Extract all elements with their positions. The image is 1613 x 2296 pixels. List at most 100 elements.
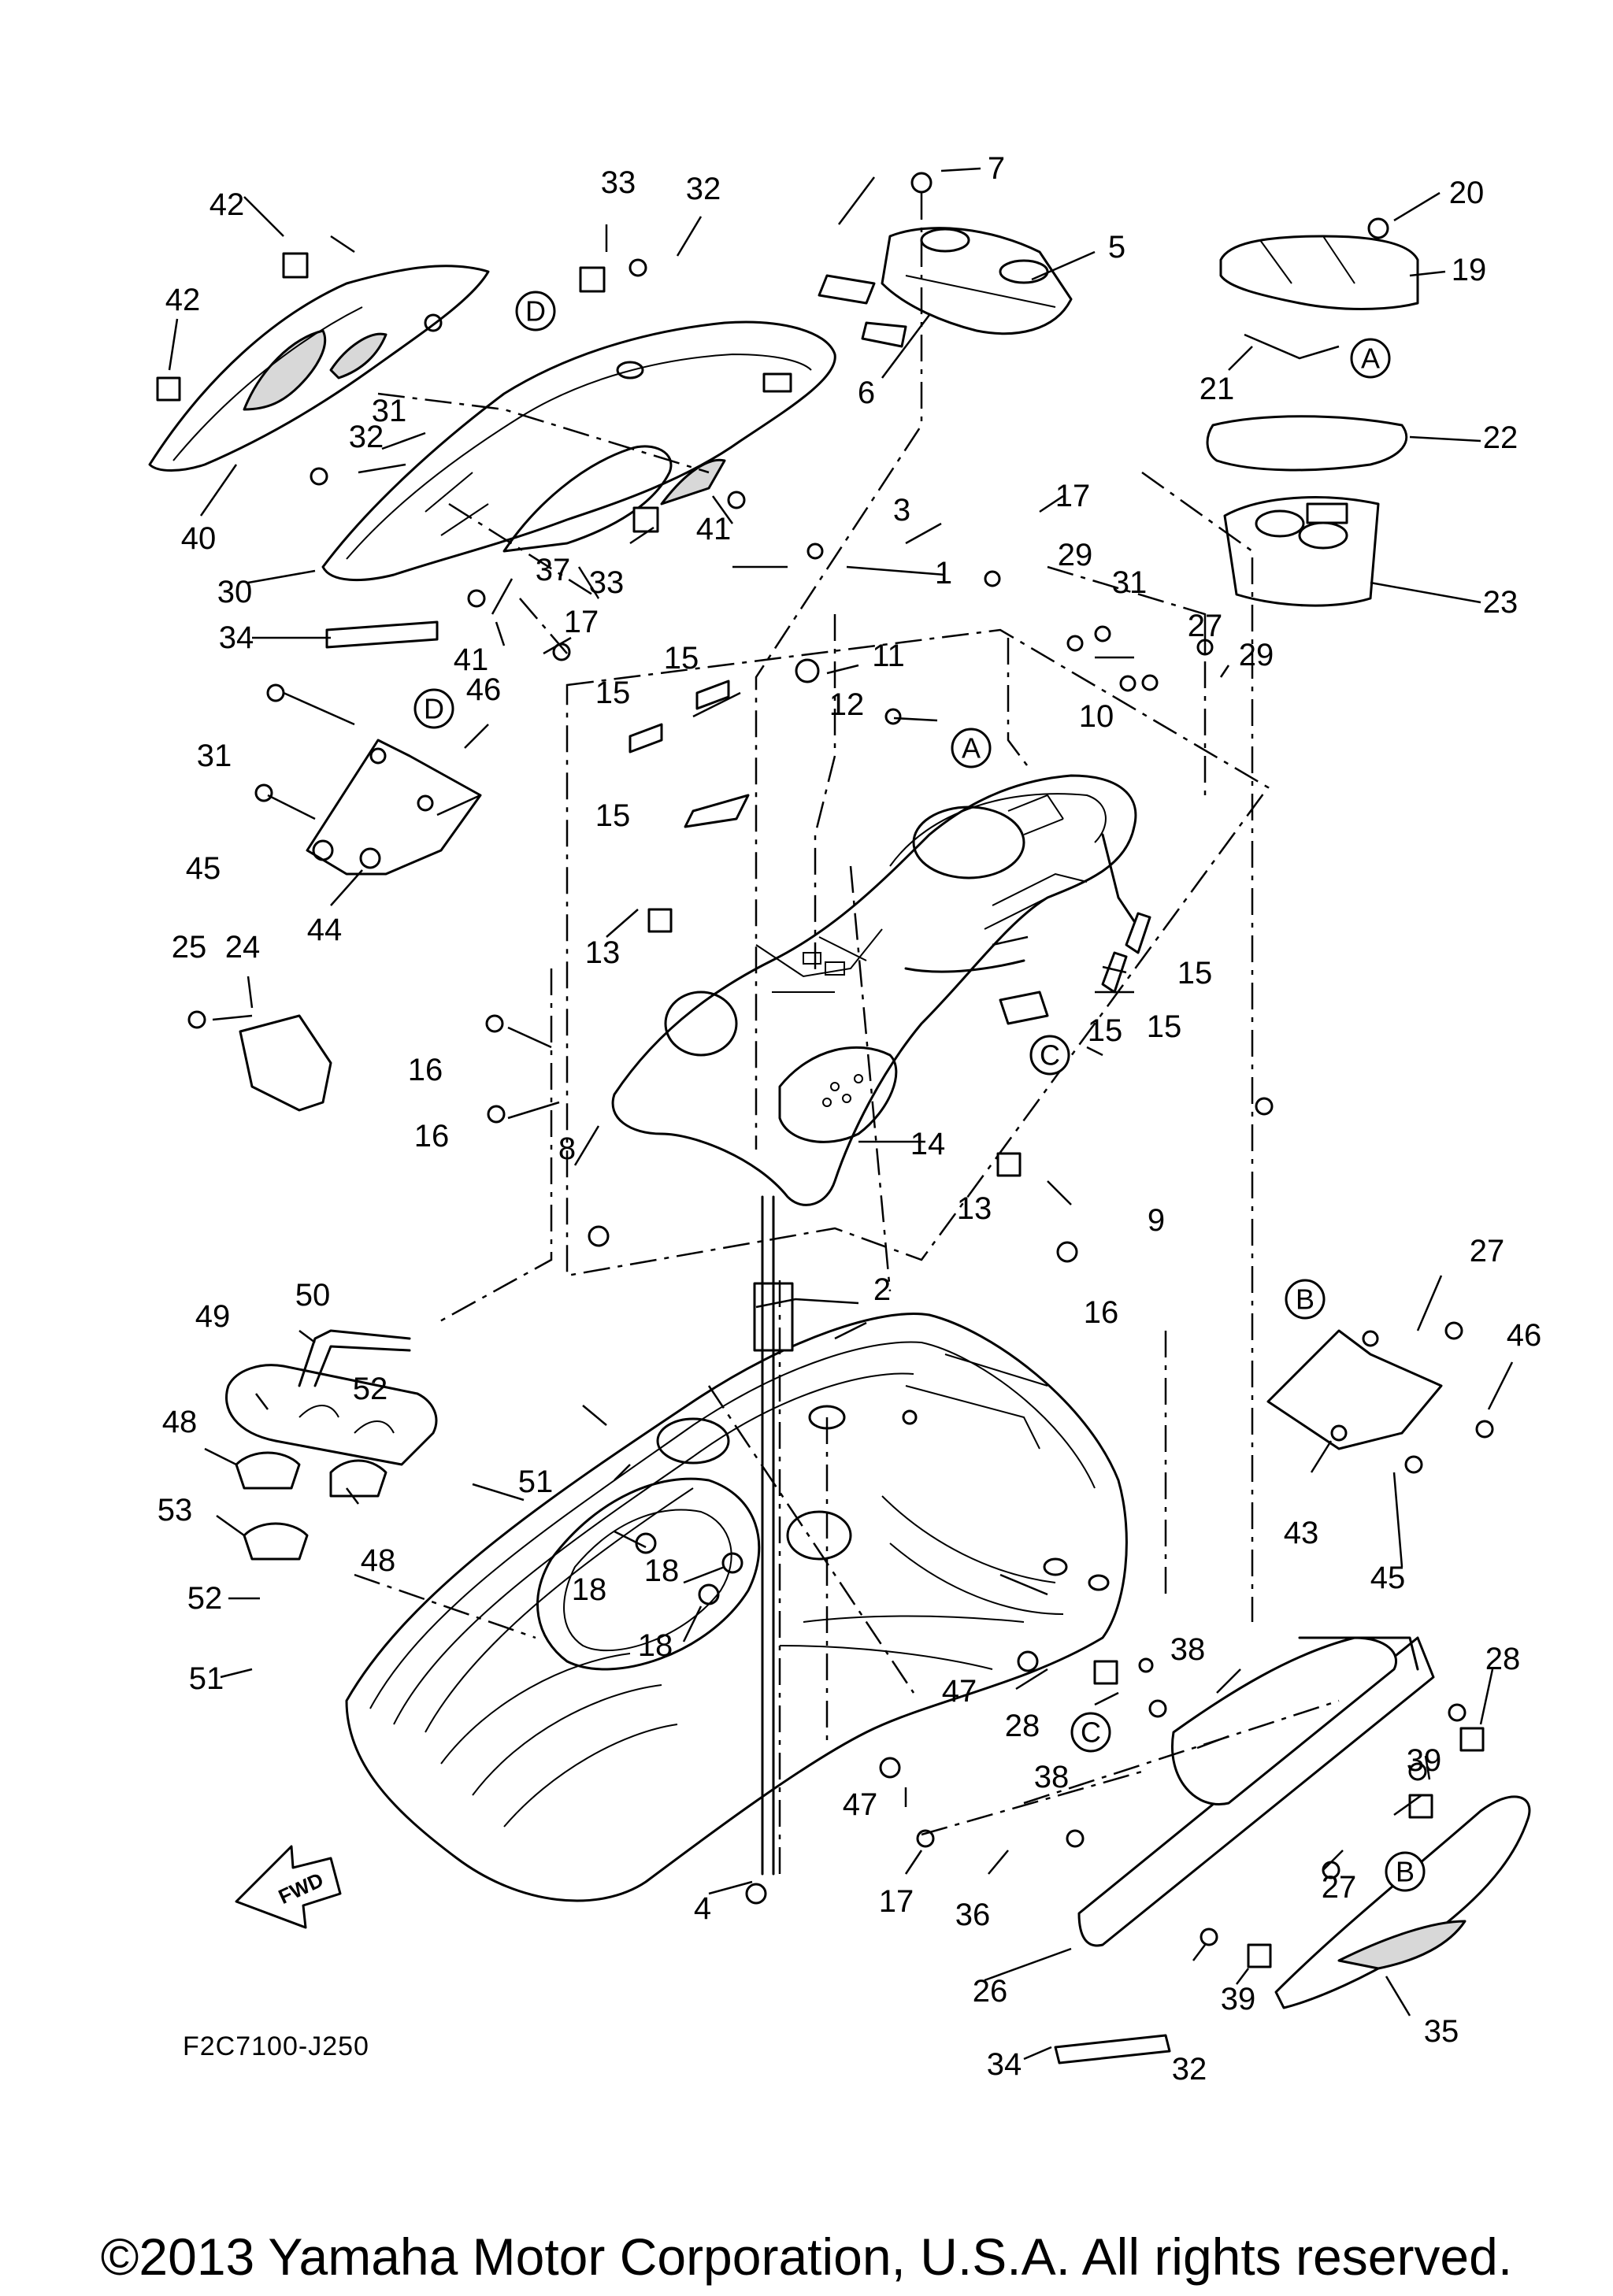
fasteners: [187, 172, 1494, 1946]
seat-cover: [1219, 235, 1419, 310]
callout-9: 9: [1148, 1203, 1165, 1238]
ref-letter-b1: B: [1285, 1279, 1326, 1320]
fender-guard: [239, 1014, 332, 1112]
callout-51b: 51: [189, 1661, 224, 1696]
callout-13b: 13: [957, 1191, 992, 1226]
deck-panel: [611, 774, 1137, 1206]
callout-51a: 51: [518, 1465, 554, 1499]
strip-pads: [325, 620, 1171, 2065]
callout-22: 22: [1483, 420, 1518, 455]
svg-text:B: B: [1296, 1283, 1315, 1316]
callout-53: 53: [158, 1493, 193, 1528]
callout-4: 4: [694, 1891, 711, 1926]
deck-panel-outline: [565, 628, 1270, 1277]
lens-piece-2: [861, 321, 907, 348]
callout-18b: 18: [644, 1554, 680, 1588]
callout-13a: 13: [585, 935, 621, 970]
svg-text:C: C: [1081, 1716, 1101, 1749]
callout-46b: 46: [1507, 1318, 1542, 1353]
callout-33b: 33: [589, 565, 625, 600]
svg-text:A: A: [1361, 343, 1380, 375]
callout-47a: 47: [942, 1674, 977, 1709]
callout-49: 49: [195, 1299, 231, 1334]
callout-34b: 34: [987, 2047, 1022, 2082]
clamp-pad: [235, 1451, 387, 1561]
callout-15d: 15: [1177, 956, 1213, 991]
fwd-arrow-icon: FWD: [235, 1845, 342, 1929]
callout-35: 35: [1424, 2014, 1459, 2049]
side-cover-right: [1274, 1795, 1531, 2009]
callout-25: 25: [172, 930, 207, 965]
callout-16c: 16: [1084, 1295, 1119, 1330]
callout-39a: 39: [1407, 1743, 1442, 1778]
hood-cover: [321, 320, 836, 581]
foam-block: [225, 1364, 438, 1466]
callout-40: 40: [181, 521, 217, 556]
lens-piece: [818, 274, 876, 305]
drawing-code: F2C7100-J250: [183, 2031, 369, 2061]
callout-39b: 39: [1221, 1982, 1256, 2016]
callout-15e: 15: [1147, 1009, 1182, 1044]
callout-32a: 32: [686, 172, 721, 206]
callout-29a: 29: [1058, 538, 1093, 572]
callout-33a: 33: [601, 165, 636, 200]
callout-31b: 31: [372, 394, 407, 428]
callout-27b: 27: [1470, 1234, 1505, 1268]
callout-43: 43: [1284, 1516, 1319, 1550]
callout-46a: 46: [466, 672, 502, 707]
callout-21: 21: [1200, 372, 1235, 406]
ref-letter-c2: C: [1070, 1712, 1111, 1753]
callout-18c: 18: [638, 1628, 673, 1663]
ref-letter-a1: A: [1350, 338, 1391, 379]
callout-16a: 16: [408, 1053, 443, 1087]
callout-27c: 27: [1322, 1870, 1357, 1905]
callout-20: 20: [1449, 176, 1485, 210]
callout-34a: 34: [219, 620, 254, 655]
callout-15c: 15: [595, 798, 631, 833]
ref-letter-b2: B: [1385, 1851, 1426, 1892]
svg-text:D: D: [424, 693, 444, 725]
callout-27a: 27: [1188, 609, 1223, 643]
callout-31a: 31: [1112, 565, 1148, 600]
callout-23: 23: [1483, 585, 1518, 620]
callout-37: 37: [536, 553, 571, 587]
storage-box: [1223, 496, 1380, 607]
svg-text:D: D: [525, 295, 546, 328]
callout-41a: 41: [696, 512, 732, 546]
copyright-notice: ©2013 Yamaha Motor Corporation, U.S.A. A…: [100, 2227, 1513, 2286]
callout-24: 24: [225, 930, 261, 965]
callout-28a: 28: [1485, 1642, 1521, 1676]
callout-32b: 32: [349, 420, 384, 454]
callout-17c: 17: [879, 1884, 914, 1919]
clips: [156, 252, 1485, 1968]
callout-48a: 48: [162, 1405, 198, 1439]
callout-48b: 48: [361, 1543, 396, 1578]
hose-bracket: [298, 1329, 411, 1387]
callout-45a: 45: [186, 851, 221, 886]
deck-hull: [345, 1312, 1128, 1902]
callout-15b: 15: [595, 676, 631, 710]
callout-29b: 29: [1239, 638, 1274, 672]
ref-letter-d2: D: [413, 688, 454, 729]
stay-rod: [753, 1195, 794, 1876]
callout-12: 12: [829, 687, 865, 722]
ref-letter-d1: D: [515, 291, 556, 331]
callout-17a: 17: [1055, 479, 1091, 513]
callout-5: 5: [1108, 230, 1125, 265]
svg-text:B: B: [1396, 1856, 1415, 1888]
ref-letter-a2: A: [951, 728, 992, 768]
callout-28b: 28: [1005, 1709, 1040, 1743]
callout-50: 50: [295, 1278, 331, 1313]
ref-letter-c1: C: [1029, 1035, 1070, 1076]
callout-14: 14: [910, 1127, 946, 1161]
callout-17b: 17: [564, 605, 599, 639]
callout-8: 8: [558, 1131, 576, 1166]
callout-32c: 32: [1172, 2052, 1207, 2087]
gauge-cluster: [881, 227, 1073, 335]
callout-38b: 38: [1034, 1760, 1070, 1794]
svg-text:A: A: [962, 732, 981, 765]
bracket-right: [1266, 1329, 1443, 1450]
callout-52b: 52: [187, 1581, 223, 1616]
callout-36: 36: [955, 1898, 991, 1932]
